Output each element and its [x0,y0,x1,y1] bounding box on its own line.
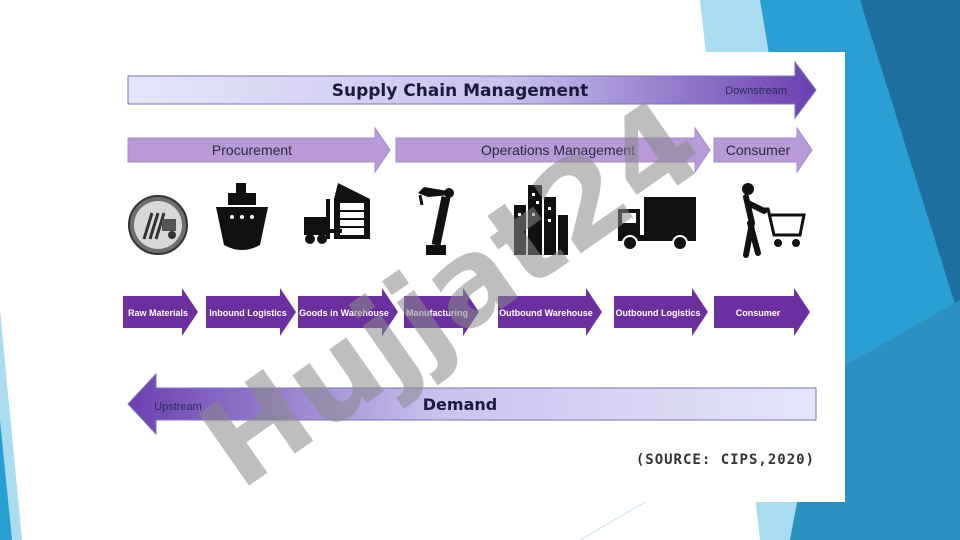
stage-arrow-inbound-logistics [206,288,296,336]
demand-arrow [127,372,817,436]
phase-arrow-consumer [713,126,813,174]
robot-arm-icon [418,187,454,255]
supply-chain-diagram: Supply Chain Management Downstream Procu… [123,60,817,502]
stage-label-manufacturing: Manufacturing [406,308,468,318]
supply-chain-figure: Supply Chain Management Downstream Procu… [120,52,845,502]
phase-arrow-procurement [127,126,391,174]
stage-label-outbound-logistics: Outbound Logistics [616,308,701,318]
forklift-warehouse-icon [304,183,370,244]
bg-shape-dark-right [860,0,960,320]
stage-arrow-consumer [714,288,810,336]
source-citation: (SOURCE: CIPS,2020) [636,452,815,468]
stage-arrow-raw-materials [123,288,198,336]
city-buildings-icon [514,185,568,255]
supply-chain-banner-arrow [127,60,817,120]
watermark: Hujjat24 [177,73,726,502]
stage-label-inbound-logistics: Inbound Logistics [209,308,287,318]
phase-arrow-operations [395,126,711,174]
phase-label-consumer: Consumer [726,142,791,158]
stage-arrow-manufacturing [404,288,479,336]
shopping-cart-person-icon [742,183,806,258]
supply-chain-title: Supply Chain Management [332,81,589,101]
phase-label-procurement: Procurement [212,142,292,158]
stage-label-consumer: Consumer [736,308,781,318]
stage-label-outbound-warehouse: Outbound Warehouse [499,308,593,318]
phase-label-operations: Operations Management [481,142,635,158]
bg-shape-dark-left [0,420,12,540]
downstream-label: Downstream [725,85,787,97]
upstream-label: Upstream [154,401,202,413]
stage-arrow-outbound-logistics [614,288,708,336]
demand-label: Demand [423,395,497,414]
stage-label-raw-materials: Raw Materials [128,308,188,318]
stage-arrow-goods-in-warehouse [298,288,398,336]
ship-icon [216,183,268,250]
watermark-text: Hujjat24 [177,73,726,502]
raw-materials-icon [128,195,188,255]
stage-arrow-outbound-warehouse [498,288,602,336]
delivery-truck-icon [618,197,696,251]
stage-label-goods-in-warehouse: Goods in Warehouse [299,308,389,318]
